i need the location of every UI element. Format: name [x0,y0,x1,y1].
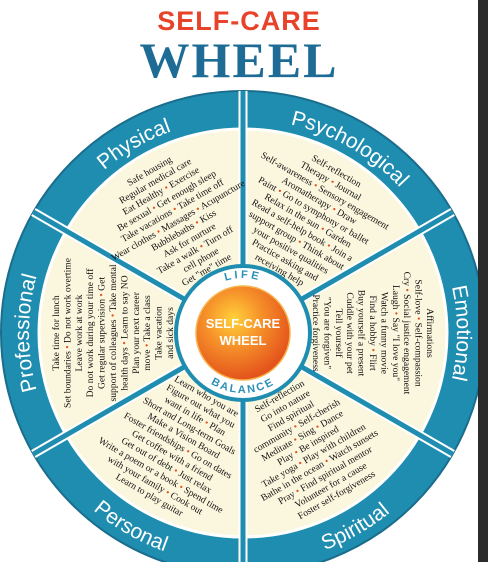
care-item: Do not work overtime [63,258,74,343]
wedge-line: Practice forgiveness [310,294,321,372]
wedge-line: Take vacation [154,306,165,360]
center-circle [195,285,291,381]
center-ring-top: LIFE [223,269,263,284]
care-item: Watch a funny movie [378,292,389,374]
title-self-care: SELF-CARE [157,6,321,36]
right-border [478,0,488,562]
care-item: Leave work at work [74,294,85,371]
care-item: Take mental [108,264,119,311]
wedge-line: Leave work at work [74,294,85,371]
wedge-line: Self-love • Self-compassion [412,279,423,386]
wedge-line: and sick days [165,307,176,359]
wedge-line: Take time for lunch [51,295,62,370]
wedge-line: Plan your next career [131,291,142,374]
care-item: move [142,349,153,370]
bullet: • [390,309,401,317]
care-item: health days [120,347,131,391]
bullet: • [120,339,131,347]
wheel-diagram: PsychologicalEmotionalSpiritualPersonalP… [0,90,478,562]
care-item: Cuddle with your pet [344,292,355,374]
wedge-line: Do not work during your time off [85,268,96,398]
care-item: Tell yourself [333,309,344,358]
bullet: • [63,343,74,351]
care-item: Set boundaries [63,351,74,408]
title-wheel: WHEEL [139,32,339,88]
bullet: • [367,346,378,354]
wedge-line: Cuddle with your pet [344,292,355,374]
care-item: Take vacation [154,306,165,360]
care-item: Plan your next career [131,291,142,374]
care-item: Say "I love you" [390,318,401,382]
bullet: • [108,311,119,319]
care-item: "You are forgiven" [321,297,332,369]
center-title-line2: WHEEL [220,333,267,348]
bullet: • [142,341,153,349]
wedge-line: Watch a funny movie [378,292,389,374]
wedge-line: health days • Learn to say NO [120,275,131,390]
care-item: Self-love [412,279,423,314]
wedge-line: Affirmations [424,308,435,358]
care-item: Do not work during your time off [85,268,96,398]
care-item: Flirt [367,354,378,371]
care-item: Cry [401,272,412,287]
wedge-line: Set boundaries • Do not work overtime [63,258,74,408]
wedge-line: Laugh • Say "I love you" [390,285,401,381]
care-item: Learn to say NO [120,275,131,339]
wedge-line: Buy yourself a present [355,290,366,377]
center-title-line1: SELF-CARE [206,316,281,331]
wedge-line: Find a hobby • Flirt [367,295,378,371]
wedge-line: Cry • Social justice engagement [401,272,412,395]
bullet: • [97,291,108,299]
bullet: • [401,286,412,294]
wedge-line: "You are forgiven" [321,297,332,369]
care-item: Take a class [142,295,153,341]
care-item: Self-compassion [412,323,423,387]
care-item: Buy yourself a present [355,290,366,377]
care-item: and sick days [165,307,176,359]
care-item: Get regular supervision [97,299,108,389]
wedge-line: Tell yourself [333,309,344,358]
wedge-line: support of colleagues • Take mental [108,264,119,401]
wedge-line: Get regular supervision • Get [97,277,108,389]
bullet: • [412,315,423,323]
care-item: Find a hobby [367,295,378,346]
care-item: Social justice engagement [401,294,412,395]
care-item: Affirmations [424,308,435,358]
care-item: Take time for lunch [51,295,62,370]
care-item: Laugh [390,285,401,310]
care-item: support of colleagues [108,319,119,401]
care-item: Get [97,277,108,291]
care-item: Practice forgiveness [310,294,321,372]
wedge-line: move • Take a class [142,295,153,371]
